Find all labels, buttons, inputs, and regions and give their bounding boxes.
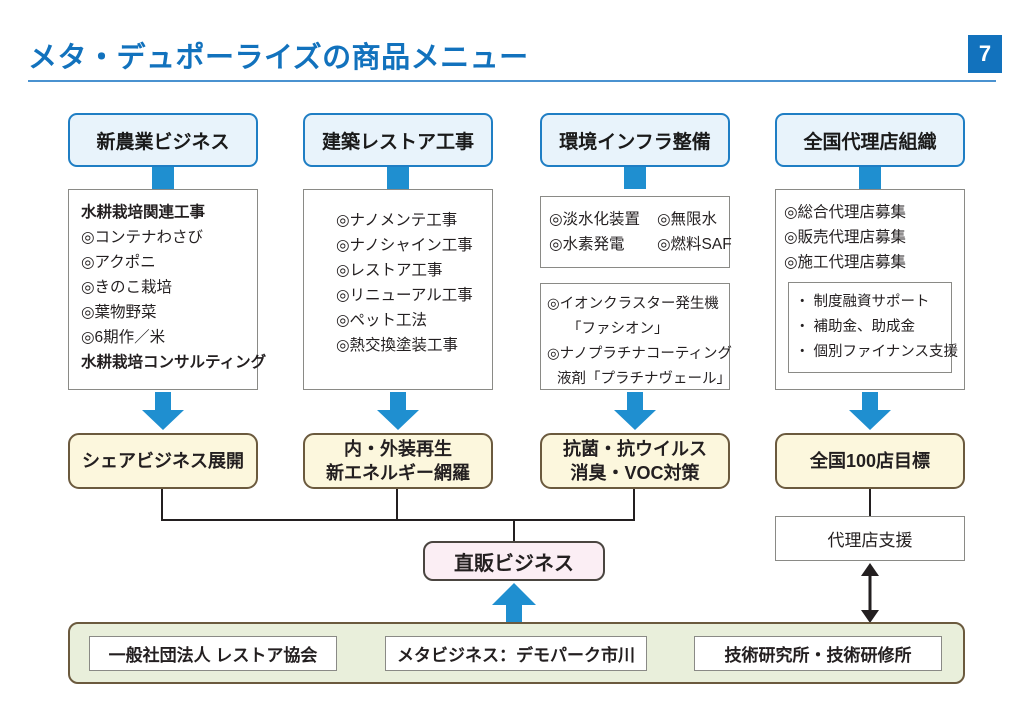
arrow-down-icon-1: [142, 392, 184, 430]
outcome-line: 内・外装再生: [344, 439, 452, 459]
panel-line: ◎燃料SAF: [657, 236, 732, 253]
connector-drop-1: [161, 489, 163, 521]
panel-line: ◎ナノシャイン工事: [336, 237, 473, 254]
panel-line: ・ 制度融資サポート: [795, 294, 930, 310]
outcome-box-antibacterial[interactable]: 抗菌・抗ウイルス 消臭・VOC対策: [540, 433, 730, 489]
connector-stub-1: [152, 167, 174, 189]
page-number-badge: 7: [968, 35, 1002, 73]
connector-stub-4: [859, 167, 881, 189]
column-header-construction[interactable]: 建築レストア工事: [303, 113, 493, 167]
page-title: メタ・デュポーライズの商品メニュー: [28, 42, 529, 74]
connector-drop-3: [633, 489, 635, 521]
outcome-line: 消臭・VOC対策: [570, 463, 700, 483]
connector-bus: [161, 519, 635, 521]
outcome-line: 全国100店目標: [809, 451, 931, 471]
arrow-down-icon-3: [614, 392, 656, 430]
panel-line: ◎きのこ栽培: [81, 279, 173, 296]
panel-line: ◎ナノメンテ工事: [336, 212, 458, 229]
panel-line: 水耕栽培関連工事: [81, 204, 206, 221]
panel-line: ◎水素発電: [549, 236, 625, 253]
panel-line: ◎ペット工法: [336, 312, 428, 329]
outcome-line: 新エネルギー網羅: [326, 463, 470, 483]
panel-line: ◎葉物野菜: [81, 304, 157, 321]
partner-chip-restore-association[interactable]: 一般社団法人 レストア協会: [89, 636, 337, 671]
panel-line: ・ 個別ファイナンス支援: [795, 344, 958, 360]
connector-drop-to-direct-sales: [513, 519, 515, 541]
panel-line: ◎無限水: [657, 211, 718, 228]
panel-line: ◎レストア工事: [336, 262, 443, 279]
column-header-agency[interactable]: 全国代理店組織: [775, 113, 965, 167]
arrow-down-icon-4: [849, 392, 891, 430]
partner-chip-demo-park[interactable]: メタビジネス：デモパーク市川: [385, 636, 647, 671]
arrow-double-vertical-icon: [861, 563, 879, 623]
panel-line: 液剤「プラチナヴェール」: [557, 371, 731, 387]
outcome-line: シェアビジネス展開: [82, 451, 244, 471]
panel-line: ◎アクポニ: [81, 254, 156, 271]
outcome-box-share-business[interactable]: シェアビジネス展開: [68, 433, 258, 489]
partner-chip-research-institute[interactable]: 技術研究所・技術研修所: [694, 636, 942, 671]
panel-line: ◎販売代理店募集: [784, 229, 907, 246]
column-header-environment[interactable]: 環境インフラ整備: [540, 113, 730, 167]
panel-line: ◎リニューアル工事: [336, 287, 473, 304]
panel-line: ◎施工代理店募集: [784, 254, 907, 271]
panel-agency: ◎総合代理店募集 ◎販売代理店募集 ◎施工代理店募集 ・ 制度融資サポート ・ …: [775, 189, 965, 390]
panel-construction: ◎ナノメンテ工事 ◎ナノシャイン工事 ◎レストア工事 ◎リニューアル工事 ◎ペッ…: [303, 189, 493, 390]
connector-stub-2: [387, 167, 409, 189]
connector-stub-3: [624, 167, 646, 189]
direct-sales-box[interactable]: 直販ビジネス: [423, 541, 605, 581]
panel-agency-finance: ・ 制度融資サポート ・ 補助金、助成金 ・ 個別ファイナンス支援: [788, 282, 958, 373]
arrow-up-icon-direct-sales: [492, 583, 536, 625]
panel-line: ・ 補助金、助成金: [795, 319, 916, 335]
panel-line: ◎総合代理店募集: [784, 204, 907, 221]
title-divider: [28, 80, 996, 82]
panel-line: 水耕栽培コンサルティング: [81, 354, 267, 371]
agency-support-box[interactable]: 代理店支援: [775, 516, 965, 561]
panel-environment-water: ◎淡水化装置 ◎無限水 ◎水素発電 ◎燃料SAF: [540, 196, 732, 268]
outcome-box-renovation[interactable]: 内・外装再生 新エネルギー網羅: [303, 433, 493, 489]
panel-line: ◎淡水化装置: [549, 211, 641, 228]
panel-line: ◎イオンクラスター発生機: [547, 296, 719, 312]
panel-environment-coating: ◎イオンクラスター発生機 「ファシオン」 ◎ナノプラチナコーティング 液剤「プラ…: [540, 283, 733, 390]
outcome-line: 抗菌・抗ウイルス: [563, 439, 707, 459]
panel-agriculture: 水耕栽培関連工事 ◎コンテナわさび ◎アクポニ ◎きのこ栽培 ◎葉物野菜 ◎6期…: [68, 189, 267, 390]
connector-drop-2: [396, 489, 398, 521]
column-header-agriculture[interactable]: 新農業ビジネス: [68, 113, 258, 167]
panel-line: ◎熱交換塗装工事: [336, 337, 459, 354]
panel-line: ◎6期作／米: [81, 329, 166, 346]
arrow-down-icon-2: [377, 392, 419, 430]
connector-drop-agency: [869, 489, 871, 517]
panel-line: ◎コンテナわさび: [81, 229, 204, 246]
panel-line: 「ファシオン」: [567, 321, 669, 337]
panel-line: ◎ナノプラチナコーティング: [547, 346, 733, 362]
outcome-box-100-stores[interactable]: 全国100店目標: [775, 433, 965, 489]
